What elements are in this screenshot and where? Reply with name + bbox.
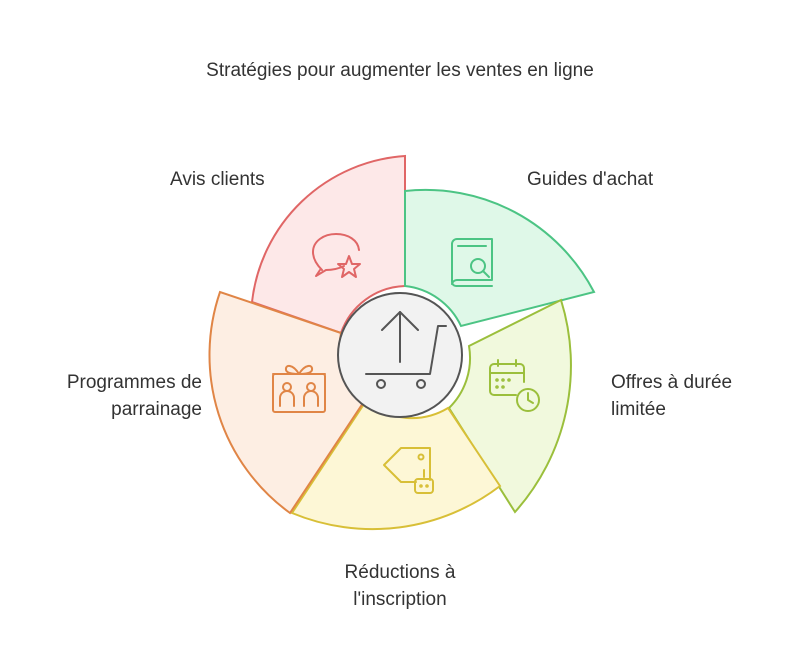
label-avis-clients: Avis clients [170,169,265,190]
tag-robot-icon [383,447,434,494]
center-hub [337,292,463,418]
shopping-cart-upload-icon [365,311,447,389]
segment-reductions-inscription [290,399,502,531]
label-guides-achat: Guides d'achat [527,169,654,190]
label-reductions-inscription: Réductions à l'inscription [344,562,456,610]
book-search-icon [451,238,493,287]
segment-offres-duree-limitee [447,298,572,514]
chat-star-icon [312,233,361,278]
label-offres-duree-limitee: Offres à durée limitée [611,372,733,420]
diagram-title: Stratégies pour augmenter les ventes en … [206,60,594,81]
segment-guides-achat [404,188,596,328]
label-programmes-parrainage: Programmes de parrainage [66,372,202,420]
segment-programmes-parrainage [208,290,367,515]
gift-people-icon [272,364,326,413]
calendar-clock-icon [489,359,540,412]
segment-avis-clients [250,154,406,335]
